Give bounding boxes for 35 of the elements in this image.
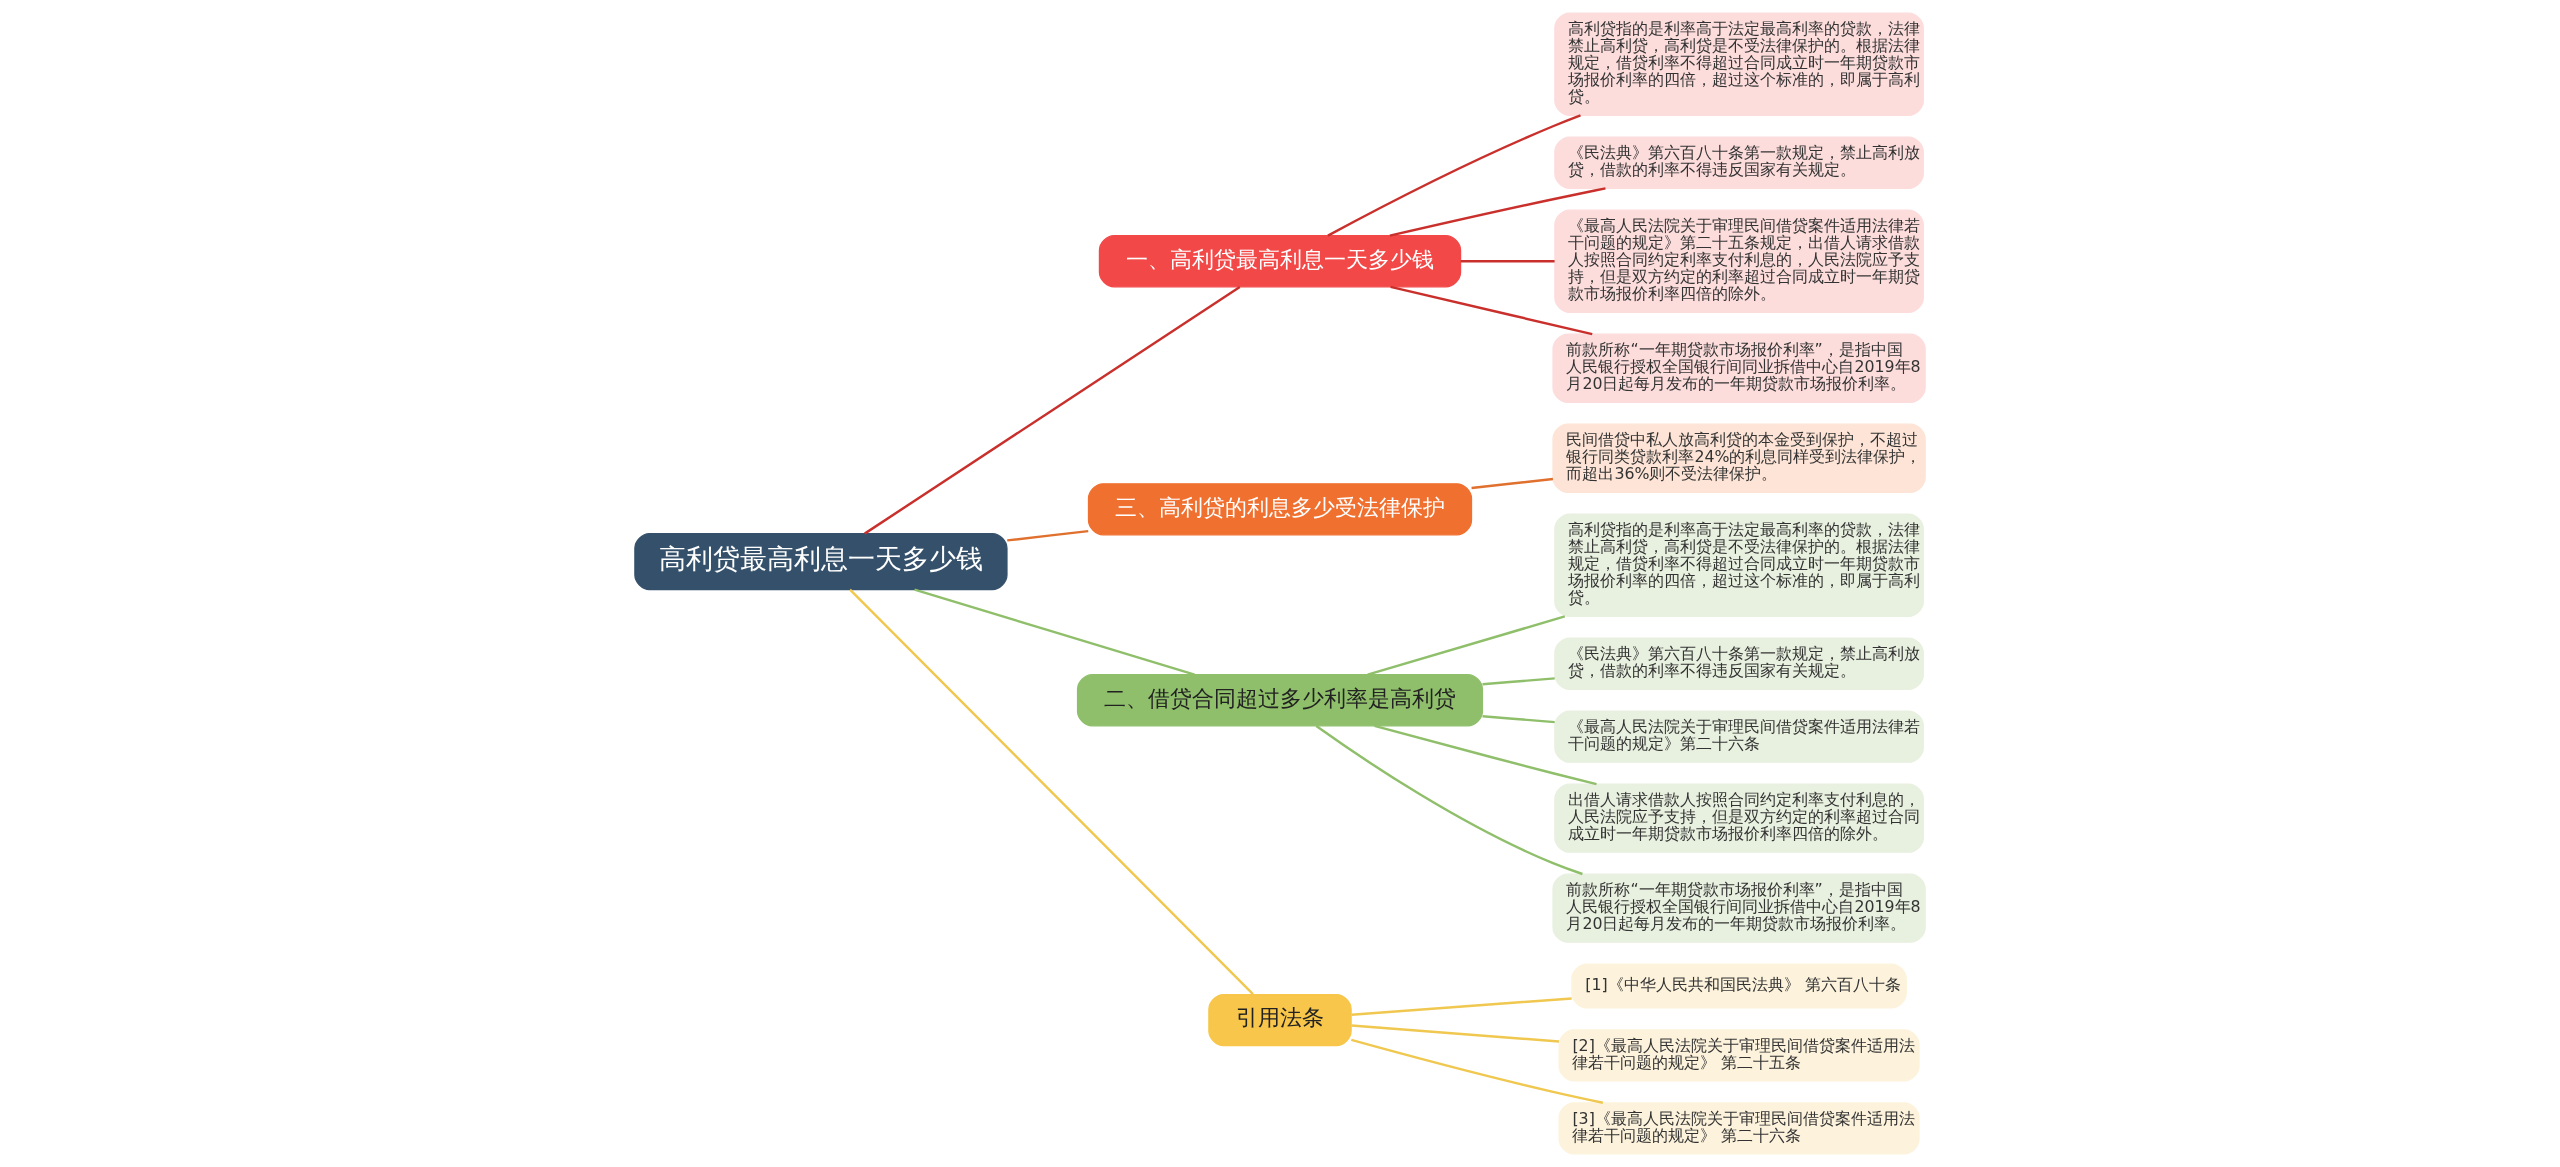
connector [864, 285, 1241, 535]
connector [1351, 1024, 1560, 1043]
node-box: 《最高人民法院关于审理民间借贷案件适用法律若干问题的规定》第二十六条 [1554, 710, 1924, 763]
node-box: 《民法典》第六百八十条第一款规定，禁止高利放贷，借款的利率不得违反国家有关规定。 [1554, 637, 1924, 690]
node-box: [1]《中华人民共和国民法典》 第六百八十条 [1571, 963, 1907, 1009]
connector [1007, 529, 1089, 542]
node-box: 二、借贷合同超过多少利率是高利贷 [1076, 674, 1484, 727]
connector [1315, 725, 1583, 876]
node-box: 高利贷指的是利率高于法定最高利率的贷款，法律禁止高利贷，高利贷是不受法律保护的。根据法律规定，借贷利率不得超过合同成立时一年期贷款市场报价利率的四倍，超过这个标准的，即属于高利贷。 [1554, 12, 1924, 116]
connector [1460, 260, 1555, 263]
node-box: 前款所称“一年期贷款市场报价利率”，是指中国人民银行授权全国银行间同业拆借中心自2019年8月20日起每月发布的一年期贷款市场报价利率。 [1552, 333, 1926, 403]
node-box: 前款所称“一年期贷款市场报价利率”，是指中国人民银行授权全国银行间同业拆借中心自2019年8月20日起每月发布的一年期贷款市场报价利率。 [1552, 873, 1926, 943]
node-box: 引用法条 [1208, 993, 1352, 1047]
node-box: 一、高利贷最高利息一天多少钱 [1098, 235, 1462, 288]
connector [1367, 615, 1566, 676]
node-box: 高利贷最高利息一天多少钱 [634, 533, 1008, 591]
connector [1390, 285, 1593, 336]
connector [1327, 114, 1581, 237]
connector [1389, 187, 1606, 237]
connector [1482, 677, 1555, 686]
connector [1471, 477, 1554, 490]
node-box: 高利贷指的是利率高于法定最高利率的贷款，法律禁止高利贷，高利贷是不受法律保护的。根据法律规定，借贷利率不得超过合同成立时一年期贷款市场报价利率的四倍，超过这个标准的，即属于高利贷。 [1554, 513, 1924, 617]
connector [914, 588, 1195, 676]
node-box: 出借人请求借款人按照合同约定利率支付利息的，人民法院应予支持，但是双方约定的利率超过合同成立时一年期贷款市场报价利率四倍的除外。 [1554, 783, 1924, 853]
node-box: 《最高人民法院关于审理民间借贷案件适用法律若干问题的规定》第二十五条规定，出借人请求借款人按照合同约定利率支付利息的，人民法院应予支持，但是双方约定的利率超过合同成立时一年期贷款市场报价利率四倍的除外。 [1554, 209, 1924, 313]
node-box: [2]《最高人民法院关于审理民间借贷案件适用法律若干问题的规定》 第二十五条 [1558, 1029, 1920, 1082]
node-box: 三、高利贷的利息多少受法律保护 [1087, 483, 1473, 536]
node-box: [3]《最高人民法院关于审理民间借贷案件适用法律若干问题的规定》 第二十六条 [1558, 1102, 1920, 1155]
connector [849, 588, 1254, 996]
connector [1351, 997, 1572, 1017]
connector [1351, 1038, 1604, 1104]
node-box: 《民法典》第六百八十条第一款规定，禁止高利放贷，借款的利率不得违反国家有关规定。 [1554, 136, 1924, 189]
connector [1374, 724, 1597, 786]
connector [1482, 715, 1555, 724]
node-box: 民间借贷中私人放高利贷的本金受到保护，不超过银行同类贷款利率24%的利息同样受到法律保护，而超出36%则不受法律保护。 [1552, 423, 1926, 493]
